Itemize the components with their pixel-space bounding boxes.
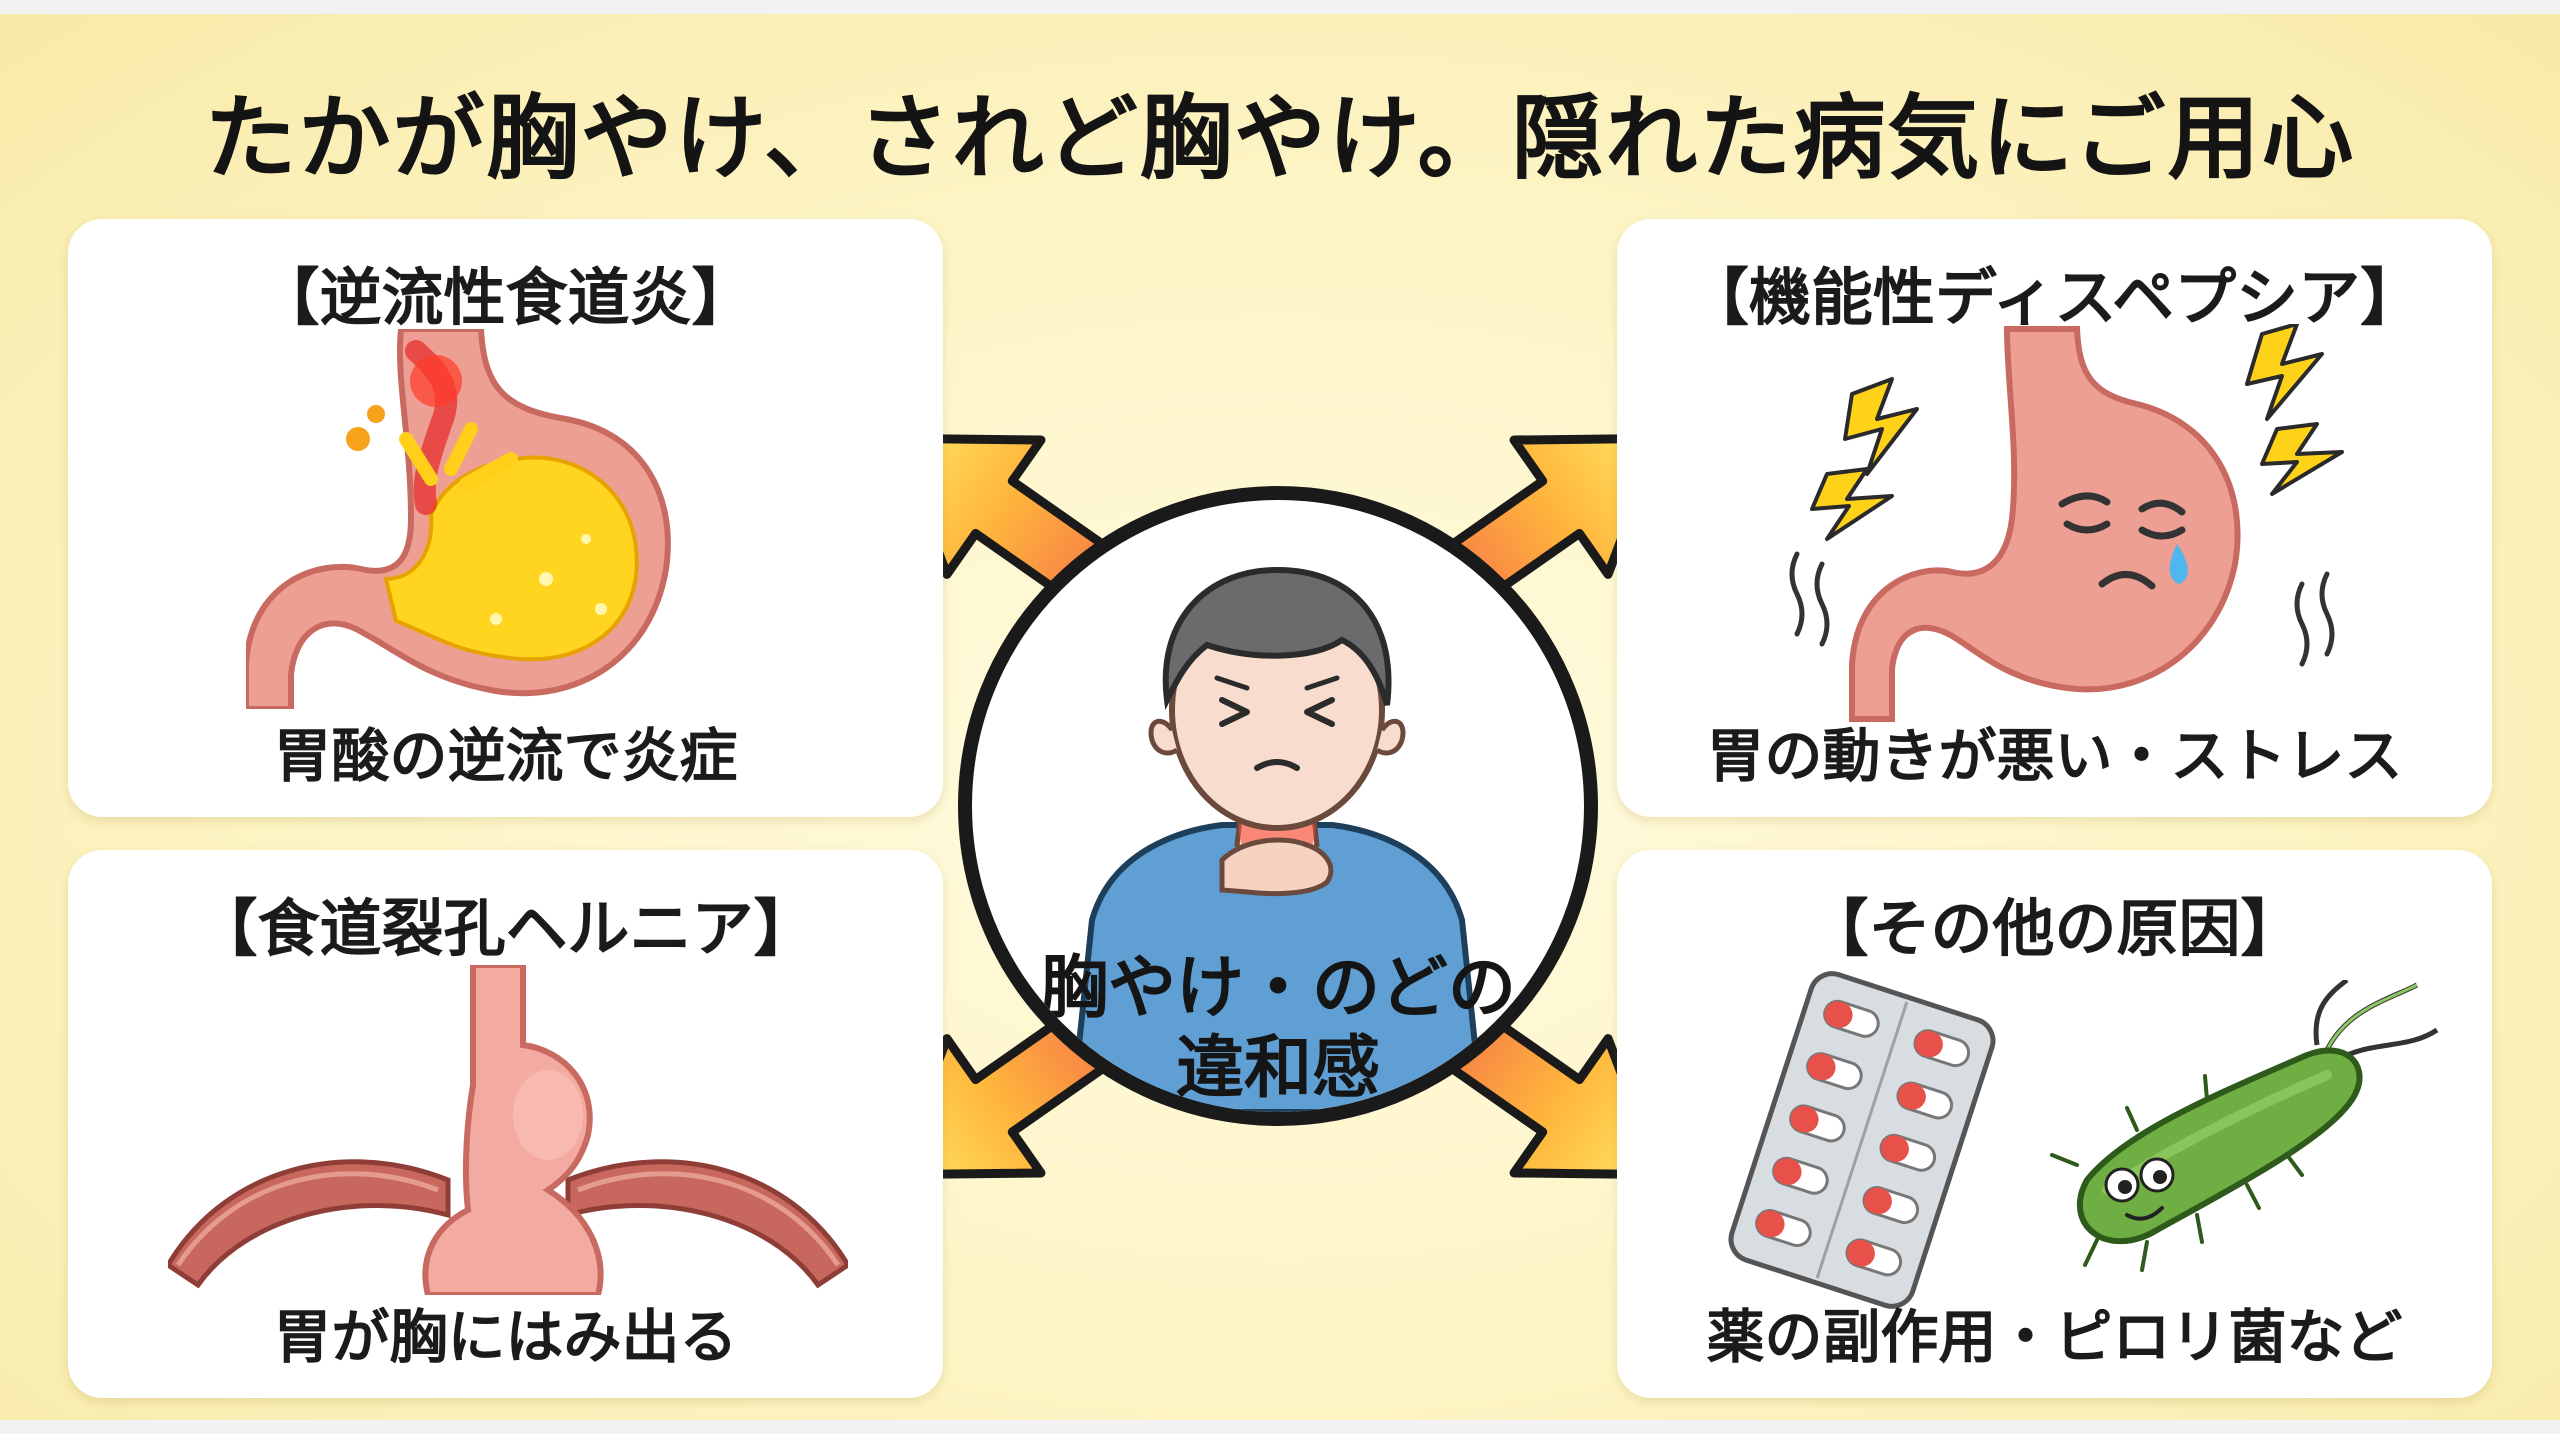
bacteria-icon — [2050, 980, 2439, 1272]
hiatal-hernia-icon — [168, 965, 848, 1295]
panel-reflux-esophagitis: 【逆流性食道炎】 胃酸の逆流で炎症 — [68, 219, 943, 817]
stressed-stomach-icon — [1789, 324, 2344, 722]
panel-title: 【その他の原因】 — [1806, 892, 2303, 965]
center-circle: 胸やけ・のどの 違和感 — [958, 486, 1598, 1126]
panel-caption: 胃が胸にはみ出る — [273, 1303, 738, 1371]
panel-title: 【機能性ディスペプシア】 — [1686, 261, 2423, 334]
center-label-line1: 胸やけ・のどの — [1039, 949, 1516, 1028]
stomach-acid-reflux-icon — [246, 329, 671, 709]
center-label-line2: 違和感 — [1175, 1029, 1380, 1108]
panel-hiatal-hernia: 【食道裂孔ヘルニア】 胃が胸にはみ出る — [68, 850, 943, 1398]
person-heartburn-icon — [1068, 566, 1486, 1112]
panel-functional-dyspepsia: 【機能性ディスペプシア】 胃の動きが悪い・ストレス — [1617, 219, 2492, 817]
panel-caption: 胃の動きが悪い・ストレス — [1706, 722, 2403, 790]
panel-caption: 薬の副作用・ピロリ菌など — [1706, 1303, 2403, 1371]
panel-other-causes: 【その他の原因】 — [1617, 850, 2492, 1398]
panel-title: 【逆流性食道炎】 — [257, 261, 754, 334]
panel-caption: 胃酸の逆流で炎症 — [273, 722, 738, 790]
panel-title: 【食道裂孔ヘルニア】 — [195, 892, 816, 965]
pill-blister-icon — [1728, 971, 1996, 1309]
main-title: たかが胸やけ、されど胸やけ。隠れた病気にご用心 — [204, 85, 2356, 192]
